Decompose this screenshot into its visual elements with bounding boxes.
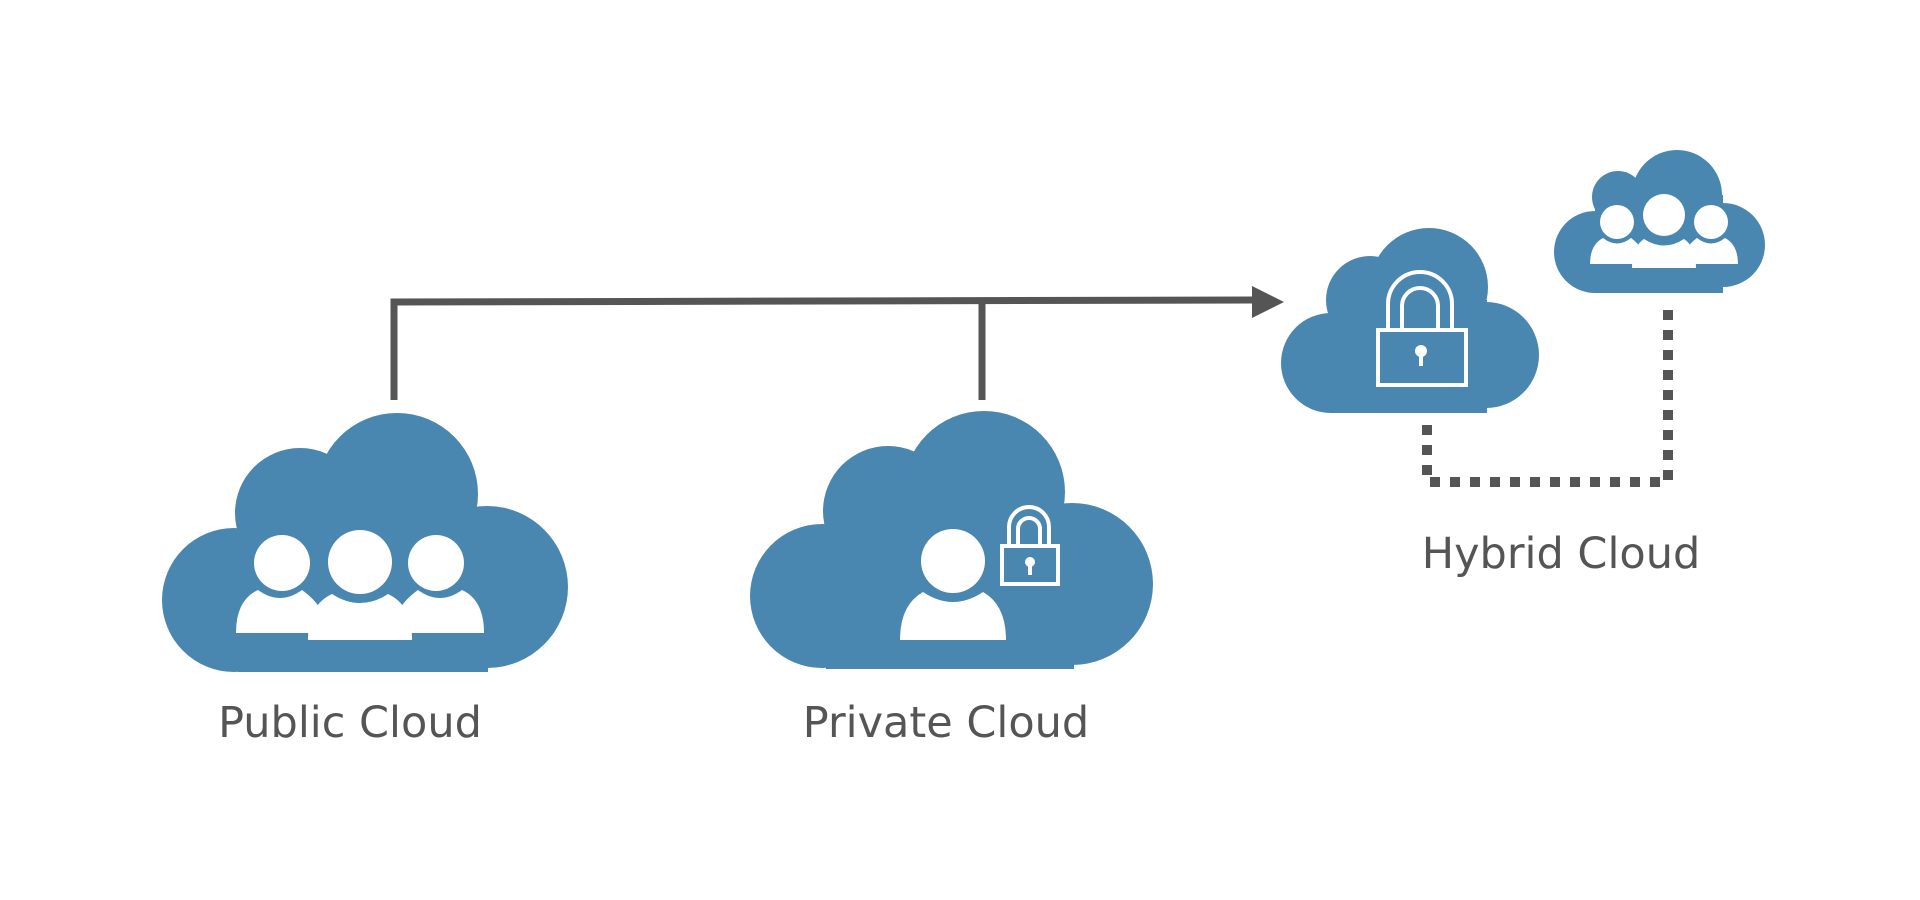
users-group-icon bbox=[1590, 194, 1738, 268]
lock-icon bbox=[1376, 270, 1468, 387]
private-cloud-node: Private Cloud bbox=[750, 411, 1153, 748]
lock-icon bbox=[1000, 505, 1060, 586]
hybrid-cloud-label: Hybrid Cloud bbox=[1422, 529, 1701, 579]
user-icon bbox=[900, 529, 1006, 640]
hybrid-cloud-shared-node bbox=[1554, 150, 1765, 293]
arrowhead-icon bbox=[1252, 286, 1284, 318]
hybrid-dotted-connector bbox=[1422, 310, 1673, 487]
connectors bbox=[390, 286, 1673, 487]
users-group-icon bbox=[236, 530, 484, 640]
hybrid-cloud-secure-node bbox=[1281, 228, 1539, 413]
public-to-hybrid-connector bbox=[390, 296, 1257, 400]
private-cloud-label: Private Cloud bbox=[803, 698, 1089, 748]
public-cloud-node: Public Cloud bbox=[162, 413, 568, 748]
hybrid-cloud-secure-shape bbox=[1281, 228, 1539, 413]
public-cloud-label: Public Cloud bbox=[218, 698, 482, 748]
